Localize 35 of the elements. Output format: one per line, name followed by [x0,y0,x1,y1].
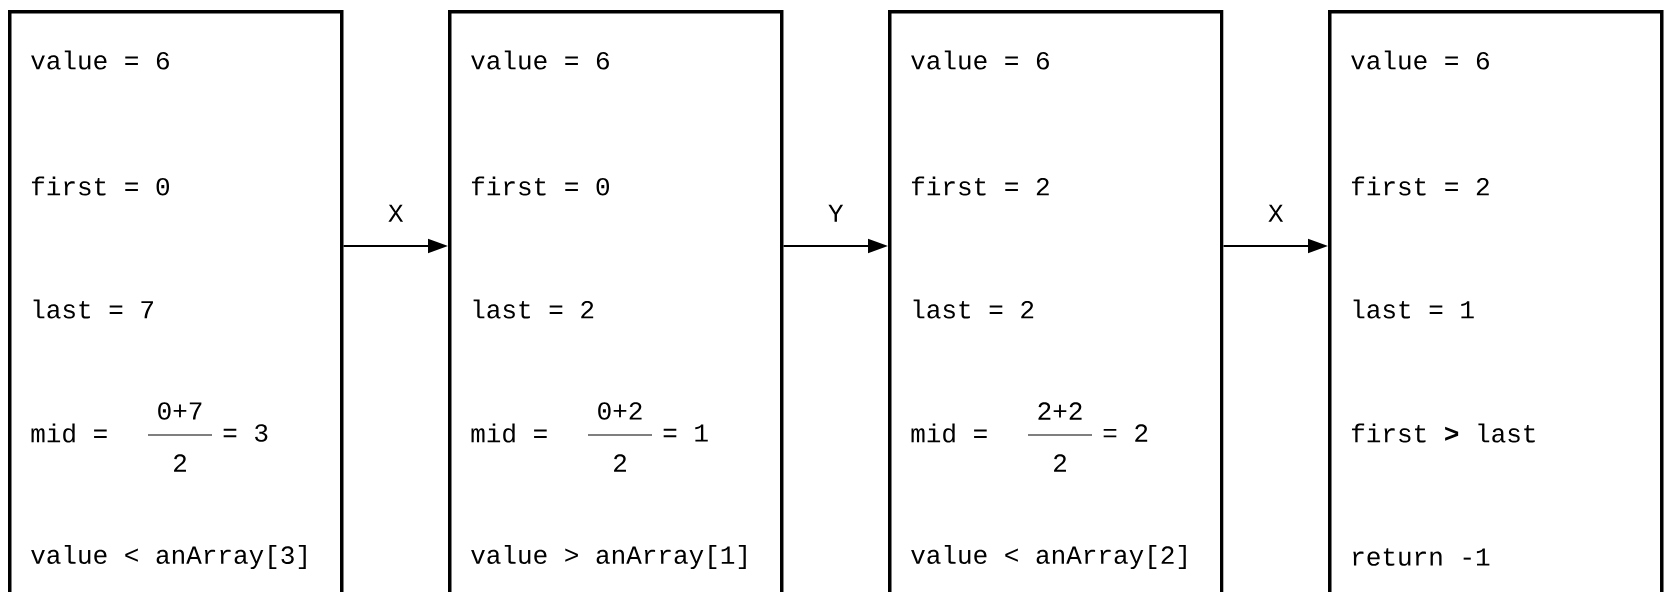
node-label: 2 [1054,454,1066,472]
code-text: first = 2 [1351,176,1489,196]
edge-label: Y [828,204,844,222]
code-text: value < anArray[3] [31,544,306,570]
code-text: first = 0 [471,176,609,196]
code-text: value = 6 [1351,50,1489,70]
node-label: = 1 [663,424,708,442]
edge-label: X [388,204,404,222]
node-label: 2 [614,454,626,472]
node-label: 0+2 [598,402,642,420]
node-label: mid = [471,423,547,443]
code-text: last = 1 [1353,299,1474,319]
fraction-formula: mid = 2+2 2 = 2 [911,402,1148,472]
node-label: mid = [31,423,107,443]
node-label: 2+2 [1038,402,1082,420]
code-text: return -1 [1353,548,1490,566]
node-label: 0+7 [158,402,202,420]
fraction-formula: mid = 0+2 2 = 1 [471,402,708,472]
code-text: value > anArray[1] [471,544,746,570]
code-text: last = 7 [33,299,153,319]
fraction-formula: mid = 0+7 2 = 3 [31,402,268,472]
node-label: mid = [911,423,987,443]
code-text: first > last [1351,423,1535,443]
code-text: first = 0 [31,176,169,196]
code-text: last = 2 [913,299,1034,319]
code-text: first = 2 [911,176,1049,196]
edge-label: X [1268,204,1284,222]
code-text: last = 2 [473,299,594,319]
node-label: 2 [174,454,186,472]
node-label: = 2 [1103,424,1148,442]
code-text: value = 6 [31,50,169,70]
node-label: = 3 [223,424,268,442]
code-text: value < anArray[2] [911,544,1186,570]
code-text: value = 6 [471,50,609,70]
code-text: value = 6 [911,50,1049,70]
